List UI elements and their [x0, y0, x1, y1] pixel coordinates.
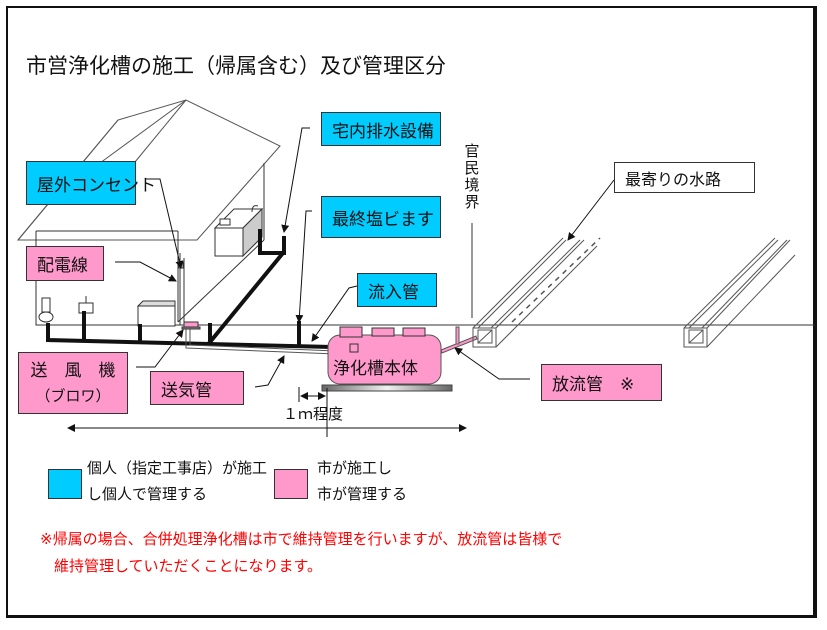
label-inflow-pipe: 流入管: [357, 273, 437, 307]
legend-text-line: 個人（指定工事店）が施工: [87, 459, 268, 477]
bathtub: [136, 300, 176, 327]
kitchen-sink: [213, 205, 264, 258]
label-blower-line2: （ブロワ）: [35, 387, 111, 405]
label-blower: 送 風 機 （ブロワ）: [18, 352, 128, 414]
legend-swatch-city: [274, 469, 308, 499]
drainage-pipes: [46, 229, 333, 350]
label-outdoor-outlet: 屋外コンセント: [26, 161, 156, 205]
legend-text-individual: 個人（指定工事店）が施工 し個人で管理する: [87, 455, 267, 507]
label-tank-body: 浄化槽本体: [333, 359, 418, 379]
label-blower-line1: 送 風 機: [30, 361, 116, 381]
waterway-dashed-line: [511, 237, 601, 323]
label-boundary-char: 界: [464, 193, 480, 211]
note-text: ※帰属の場合、合併処理浄化槽は市で維持管理を行いますが、放流管は皆様で 維持管理…: [40, 526, 562, 580]
dimension-lines: [67, 387, 467, 437]
legend-text-line: 市が施工し: [317, 459, 393, 477]
septic-tank: [321, 326, 453, 392]
label-indoor-drainage: 宅内排水設備: [321, 112, 441, 146]
label-boundary-char: 境: [464, 176, 480, 194]
note-line: ※帰属の場合、合併処理浄化槽は市で維持管理を行いますが、放流管は皆様で: [40, 530, 563, 548]
legend-text-city: 市が施工し 市が管理する: [317, 455, 407, 507]
wash-basin: [78, 296, 94, 314]
note-line: 維持管理していただくことになります。: [54, 557, 323, 575]
discharge-pipe-drawing: [440, 326, 478, 354]
label-boundary-char: 民: [464, 159, 480, 177]
diagram-title: 市営浄化槽の施工（帰属含む）及び管理区分: [26, 54, 446, 78]
waterway-near: [472, 237, 598, 348]
toilet: [38, 297, 54, 323]
legend-text-line: 市が管理する: [317, 485, 408, 503]
label-boundary-char: 官: [464, 142, 480, 160]
label-air-pipe: 送気管: [150, 371, 244, 405]
label-boundary: 官 民 境 界: [463, 143, 481, 211]
waterway-far: [683, 237, 796, 348]
label-nearest-waterway: 最寄りの水路: [614, 162, 755, 193]
callout-leaders: [115, 127, 615, 388]
blower: [181, 321, 201, 330]
legend-swatch-individual: [48, 469, 82, 499]
label-final-pvc-basin: 最終塩ビます: [321, 196, 441, 238]
legend-text-line: し個人で管理する: [87, 485, 208, 503]
label-discharge-pipe: 放流管 ※: [541, 364, 662, 401]
label-wiring: 配電線: [26, 246, 104, 281]
label-distance: １ｍ程度: [283, 405, 344, 423]
